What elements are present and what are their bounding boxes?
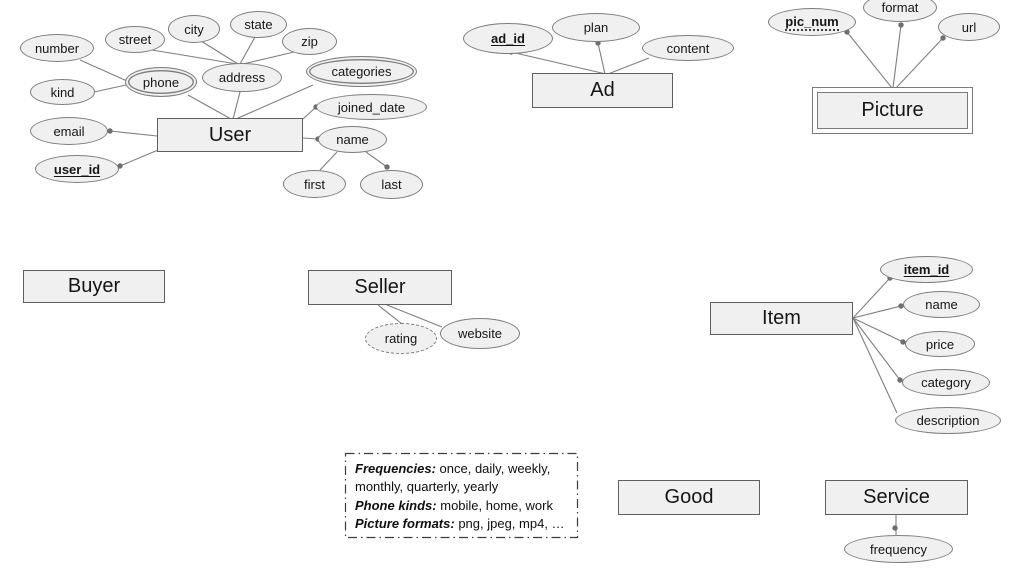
attr-website: website bbox=[440, 318, 520, 349]
attr-frequency: frequency bbox=[844, 535, 953, 563]
note-label-frequencies: Frequencies: bbox=[355, 461, 436, 476]
attr-zip: zip bbox=[282, 28, 337, 55]
entity-user: User bbox=[157, 118, 303, 152]
entity-buyer: Buyer bbox=[23, 270, 165, 303]
note-text-frequencies: once, daily, weekly, monthly, quarterly,… bbox=[355, 461, 551, 495]
entity-ad: Ad bbox=[532, 73, 673, 108]
attr-user-id-label: user_id bbox=[53, 161, 101, 177]
attr-pic-num-partial-key: pic_num bbox=[768, 8, 856, 36]
attr-description: description bbox=[895, 407, 1001, 434]
attr-city: city bbox=[168, 15, 220, 43]
attr-item-name: name bbox=[903, 291, 980, 318]
attr-state: state bbox=[230, 11, 287, 38]
note-entry-frequencies: Frequencies: once, daily, weekly, monthl… bbox=[355, 460, 568, 497]
attr-first: first bbox=[283, 170, 346, 198]
attr-ad-id-label: ad_id bbox=[491, 31, 525, 46]
note-entry-picture-formats: Picture formats: png, jpeg, mp4, … bbox=[355, 515, 568, 533]
note-text-phone-kinds: mobile, home, work bbox=[436, 497, 553, 513]
attr-name: name bbox=[318, 126, 387, 153]
attr-user-id-key: user_id bbox=[35, 155, 119, 183]
note-text-picture-formats: png, jpeg, mp4, … bbox=[454, 516, 565, 532]
attr-ad-id-key: ad_id bbox=[463, 23, 553, 54]
attr-format: format bbox=[863, 0, 937, 22]
entity-picture-label: Picture bbox=[817, 92, 968, 129]
attr-url: url bbox=[938, 13, 1000, 41]
attr-phone-multivalued: phone bbox=[125, 67, 197, 97]
note-box: Frequencies: once, daily, weekly, monthl… bbox=[345, 453, 578, 538]
note-entry-phone-kinds: Phone kinds: mobile, home, work bbox=[355, 497, 568, 515]
attr-categories-multivalued: categories bbox=[306, 56, 417, 87]
attr-price: price bbox=[905, 331, 975, 357]
entity-picture: Picture bbox=[812, 87, 973, 134]
entity-good: Good bbox=[618, 480, 760, 515]
attr-item-id-label: item_id bbox=[903, 262, 950, 277]
attr-plan: plan bbox=[552, 13, 640, 42]
note-border bbox=[344, 452, 579, 539]
attr-address: address bbox=[202, 63, 282, 92]
note-label-phone-kinds: Phone kinds: bbox=[355, 497, 437, 513]
attr-rating-derived: rating bbox=[365, 323, 437, 354]
attr-email: email bbox=[30, 117, 108, 145]
entity-service: Service bbox=[825, 480, 968, 515]
attr-kind: kind bbox=[30, 79, 95, 105]
connector-edges bbox=[79, 24, 944, 535]
entity-item: Item bbox=[710, 302, 853, 335]
attr-item-id-key: item_id bbox=[880, 256, 973, 283]
attr-number: number bbox=[20, 34, 94, 62]
entity-seller: Seller bbox=[308, 270, 452, 305]
attr-joined-date: joined_date bbox=[316, 94, 427, 120]
attr-pic-num-label: pic_num bbox=[785, 13, 839, 31]
attr-content: content bbox=[642, 35, 734, 61]
attr-last: last bbox=[360, 170, 423, 199]
note-label-picture-formats: Picture formats: bbox=[355, 516, 455, 532]
attr-category: category bbox=[902, 369, 990, 396]
attr-street: street bbox=[105, 26, 165, 53]
